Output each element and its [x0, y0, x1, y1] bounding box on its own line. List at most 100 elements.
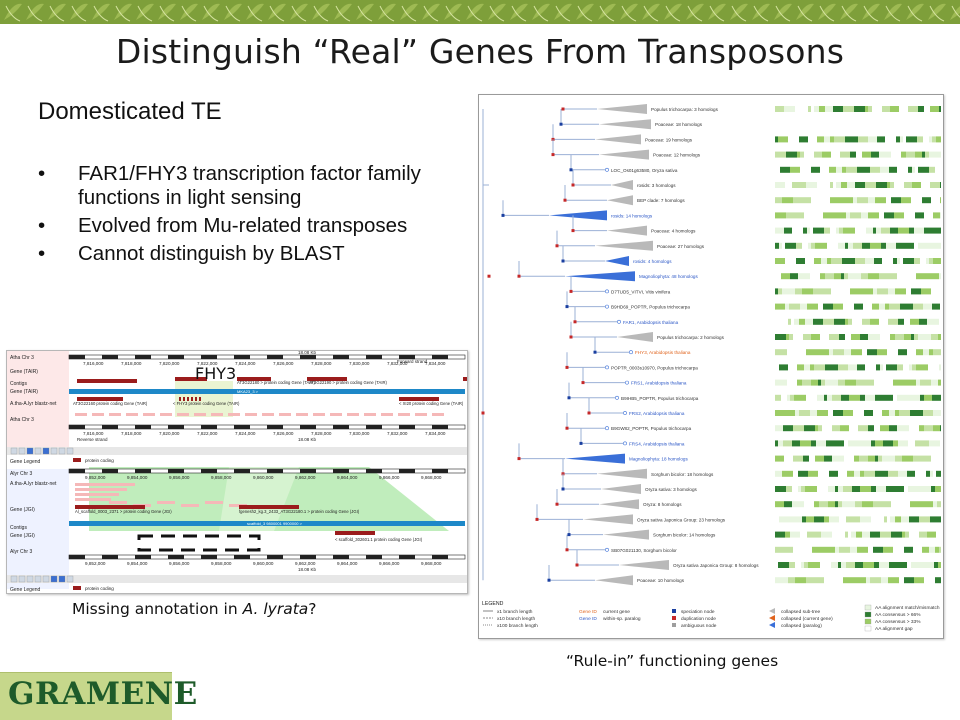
alignment-cell [788, 364, 797, 371]
leaf-label: B9HD69_POPTR, Populus trichocarpa [611, 305, 690, 310]
alignment-cell [887, 516, 890, 523]
alignment-cell [886, 394, 893, 401]
collapsed-clade[interactable] [603, 529, 649, 540]
collapsed-clade[interactable] [611, 180, 633, 190]
toolbar-icon[interactable] [10, 575, 18, 583]
toolbar-icon[interactable] [18, 447, 26, 455]
collapsed-clade[interactable] [605, 256, 629, 266]
collapsed-clade[interactable] [565, 271, 635, 282]
alignment-cell [864, 470, 875, 477]
alignment-cell [800, 531, 807, 538]
toolbar-icon[interactable] [26, 575, 34, 583]
alignment-cell [788, 136, 795, 143]
toolbar-icon[interactable] [42, 447, 50, 455]
alignment-cell [935, 577, 941, 584]
alignment-cell [790, 394, 794, 401]
alignment-cell [934, 562, 938, 568]
toolbar-icon[interactable] [18, 575, 26, 583]
legend-text: x1 branch length [497, 609, 533, 615]
alignment-cell [874, 258, 882, 264]
tree-node [571, 229, 575, 233]
alignment-cell [787, 349, 795, 356]
alignment-cell [835, 501, 838, 508]
toolbar-icon[interactable] [50, 575, 58, 583]
alignment-cell [809, 455, 815, 462]
alignment-cell [793, 455, 803, 462]
alignment-cell [938, 379, 941, 386]
alignment-cell [843, 197, 853, 204]
collapsed-clade[interactable] [619, 560, 669, 570]
alignment-cell [902, 242, 907, 249]
toolbar-icon[interactable] [50, 447, 58, 455]
toolbar-icon[interactable] [34, 575, 42, 583]
left-caption-prefix: Missing annotation in [72, 600, 243, 618]
collapsed-clade[interactable] [607, 225, 647, 236]
alignment-cell [855, 227, 866, 234]
alignment-cell [887, 151, 891, 158]
collapsed-clade[interactable] [599, 499, 639, 510]
alignment-cell [933, 349, 941, 356]
collapsed-clade[interactable] [599, 149, 649, 160]
alignment-cell [785, 258, 792, 264]
alignment-cell [775, 182, 785, 188]
alignment-cell [903, 364, 909, 371]
alignment-cell [922, 197, 931, 204]
toolbar-icon[interactable] [42, 575, 50, 583]
legend-node-swatch [672, 609, 676, 613]
top-scale-label: 18.08 Kb [298, 437, 317, 442]
leaf-vein [313, 5, 329, 22]
alignment-cell [838, 562, 841, 568]
alignment-cell [865, 364, 876, 371]
toolbar-icon[interactable] [66, 575, 74, 583]
alignment-cell [885, 273, 892, 280]
alignment-cell [904, 334, 911, 340]
clade-label: Oryza: 8 homologs [643, 502, 682, 507]
ruler-segment [432, 425, 448, 429]
collapsed-clade[interactable] [617, 332, 653, 342]
alignment-cell [888, 531, 891, 538]
alignment-cell [855, 258, 865, 264]
collapsed-clade[interactable] [607, 195, 633, 206]
collapsed-clade[interactable] [565, 453, 625, 464]
toolbar-icon[interactable] [66, 447, 74, 455]
ruler-segment [201, 469, 217, 473]
toolbar-icon[interactable] [34, 447, 42, 455]
alignment-cell [901, 197, 911, 204]
collapsed-clade[interactable] [597, 104, 647, 114]
toolbar-icon[interactable] [58, 447, 66, 455]
alignment-cell [894, 349, 898, 356]
alignment-cell [931, 288, 938, 295]
collapsed-clade[interactable] [595, 134, 641, 145]
alignment-cell [899, 501, 910, 508]
exon-block [183, 397, 185, 401]
alignment-cell [811, 166, 820, 173]
alignment-cell [808, 562, 812, 568]
alignment-cell [792, 501, 800, 508]
collapsed-clade[interactable] [597, 468, 647, 479]
alignment-cell [860, 394, 865, 401]
collapsed-clade[interactable] [595, 240, 653, 251]
alignment-cell [798, 470, 805, 477]
alignment-cell [793, 470, 798, 477]
legend-clade-swatch [769, 608, 775, 614]
top-track-label: Atha Chr 3 [10, 417, 34, 423]
bullet-text: FAR1/FHY3 transcription factor family fu… [78, 162, 421, 209]
ruler-segment [102, 555, 118, 559]
collapsed-clade[interactable] [601, 484, 641, 494]
alignment-cell [882, 379, 893, 386]
collapsed-clade[interactable] [595, 575, 633, 586]
alignment-cell [844, 349, 851, 356]
collapsed-clade[interactable] [583, 514, 633, 525]
collapsed-clade[interactable] [599, 119, 651, 130]
toolbar-icon[interactable] [58, 575, 66, 583]
legend-item-label: protein coding [85, 458, 114, 463]
alignment-cell [911, 197, 918, 204]
alignment-cell [831, 562, 838, 568]
toolbar-icon[interactable] [26, 447, 34, 455]
collapsed-clade[interactable] [549, 210, 607, 221]
alignment-cell [804, 212, 812, 219]
alignment-cell [811, 440, 816, 447]
alignment-cell [833, 106, 843, 112]
toolbar-icon[interactable] [10, 447, 18, 455]
alignment-cell [799, 212, 804, 219]
